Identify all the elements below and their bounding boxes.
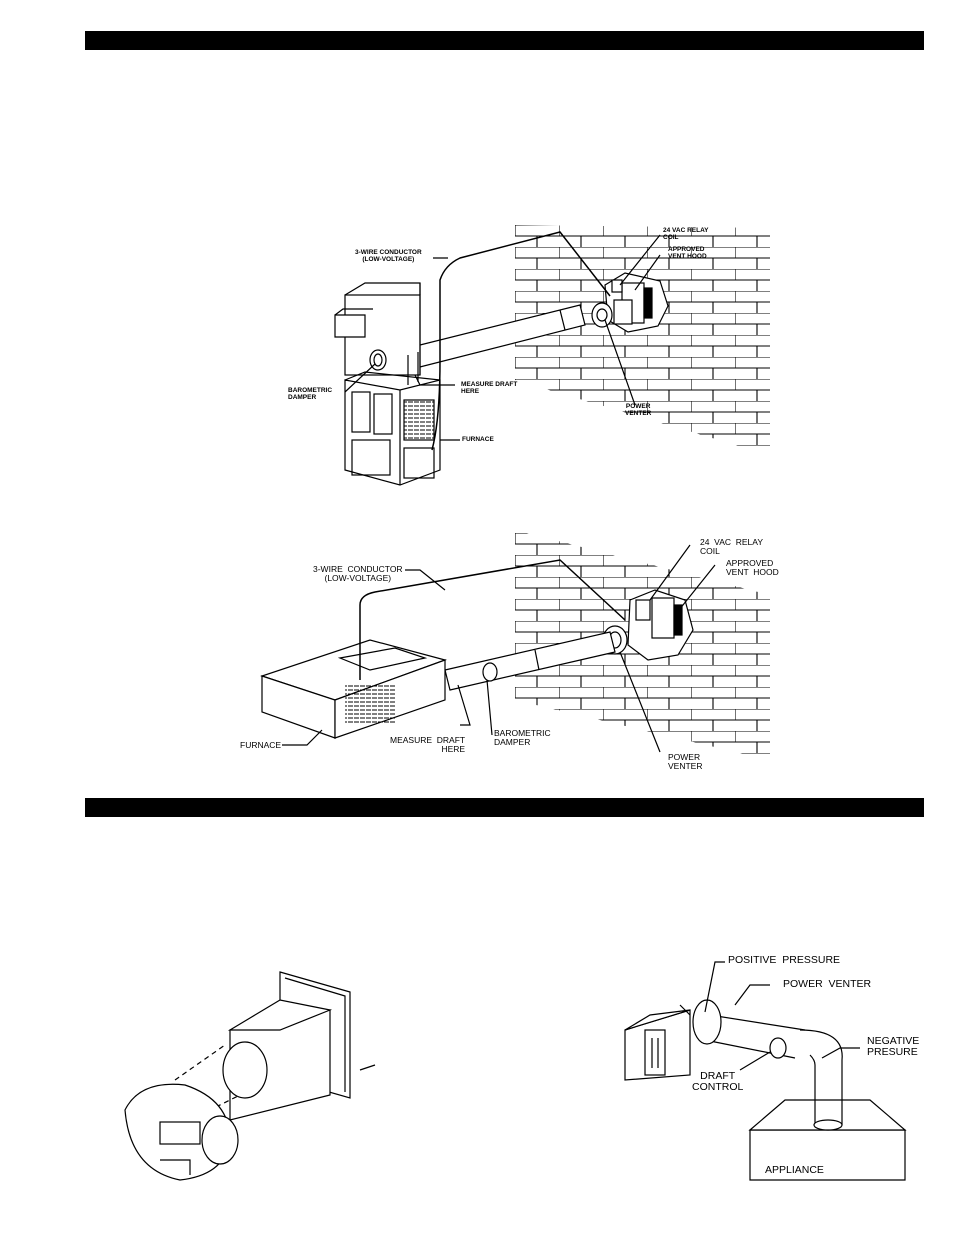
label-hood-1: APPROVED VENT HOOD [668,246,707,260]
flue-pipe [814,1060,843,1125]
section-header-bar-bottom [85,798,924,817]
label-draft-control: DRAFT CONTROL [692,1070,744,1094]
wire-conductor-2 [359,559,626,680]
label-furnace-2: FURNACE [240,740,282,750]
label-damper-1: BAROMETRIC DAMPER [288,387,333,401]
vent-hood-2 [651,597,675,639]
label-venter-1: POWER VENTER [625,403,652,417]
label-conductor-1: 3-WIRE CONDUCTOR (LOW-VOLTAGE) [355,249,422,263]
label-hood-2: APPROVED VENT HOOD [726,558,779,577]
wire-conductor [431,231,611,451]
label-measure-1: MEASURE DRAFT HERE [461,381,518,395]
barometric-damper-2 [482,662,498,682]
brick-wall [515,225,770,455]
label-venter-2: POWER VENTER [668,752,703,771]
label-power-venter-3: POWER VENTER [783,978,872,990]
label-measure-2: MEASURE DRAFT HERE [390,735,466,754]
label-appliance: APPLIANCE [765,1164,824,1176]
label-damper-2: BAROMETRIC DAMPER [494,728,551,747]
draft-control [769,1037,787,1059]
label-conductor-2: 3-WIRE CONDUCTOR (LOW-VOLTAGE) [313,564,403,583]
label-relay-2: 24 VAC RELAY COIL [700,537,763,556]
power-venter-3 [692,999,722,1045]
diagram-pressure-zones [624,961,907,1181]
diagram-upflow-furnace [334,225,770,486]
power-venter [591,302,613,328]
relay-coil-2 [635,599,651,621]
label-furnace-1: FURNACE [462,436,494,443]
diagram-exploded-venter [124,971,376,1181]
vent-grille [403,399,435,441]
label-relay-1: 24 VAC RELAY COIL [663,227,709,241]
section-header-bar-top [85,31,924,50]
diagram-horizontal-furnace [260,530,770,760]
relay-coil [611,279,623,293]
label-negative-pressure: NEGATIVE PRESURE [867,1035,920,1059]
label-positive-pressure: POSITIVE PRESSURE [728,954,841,966]
